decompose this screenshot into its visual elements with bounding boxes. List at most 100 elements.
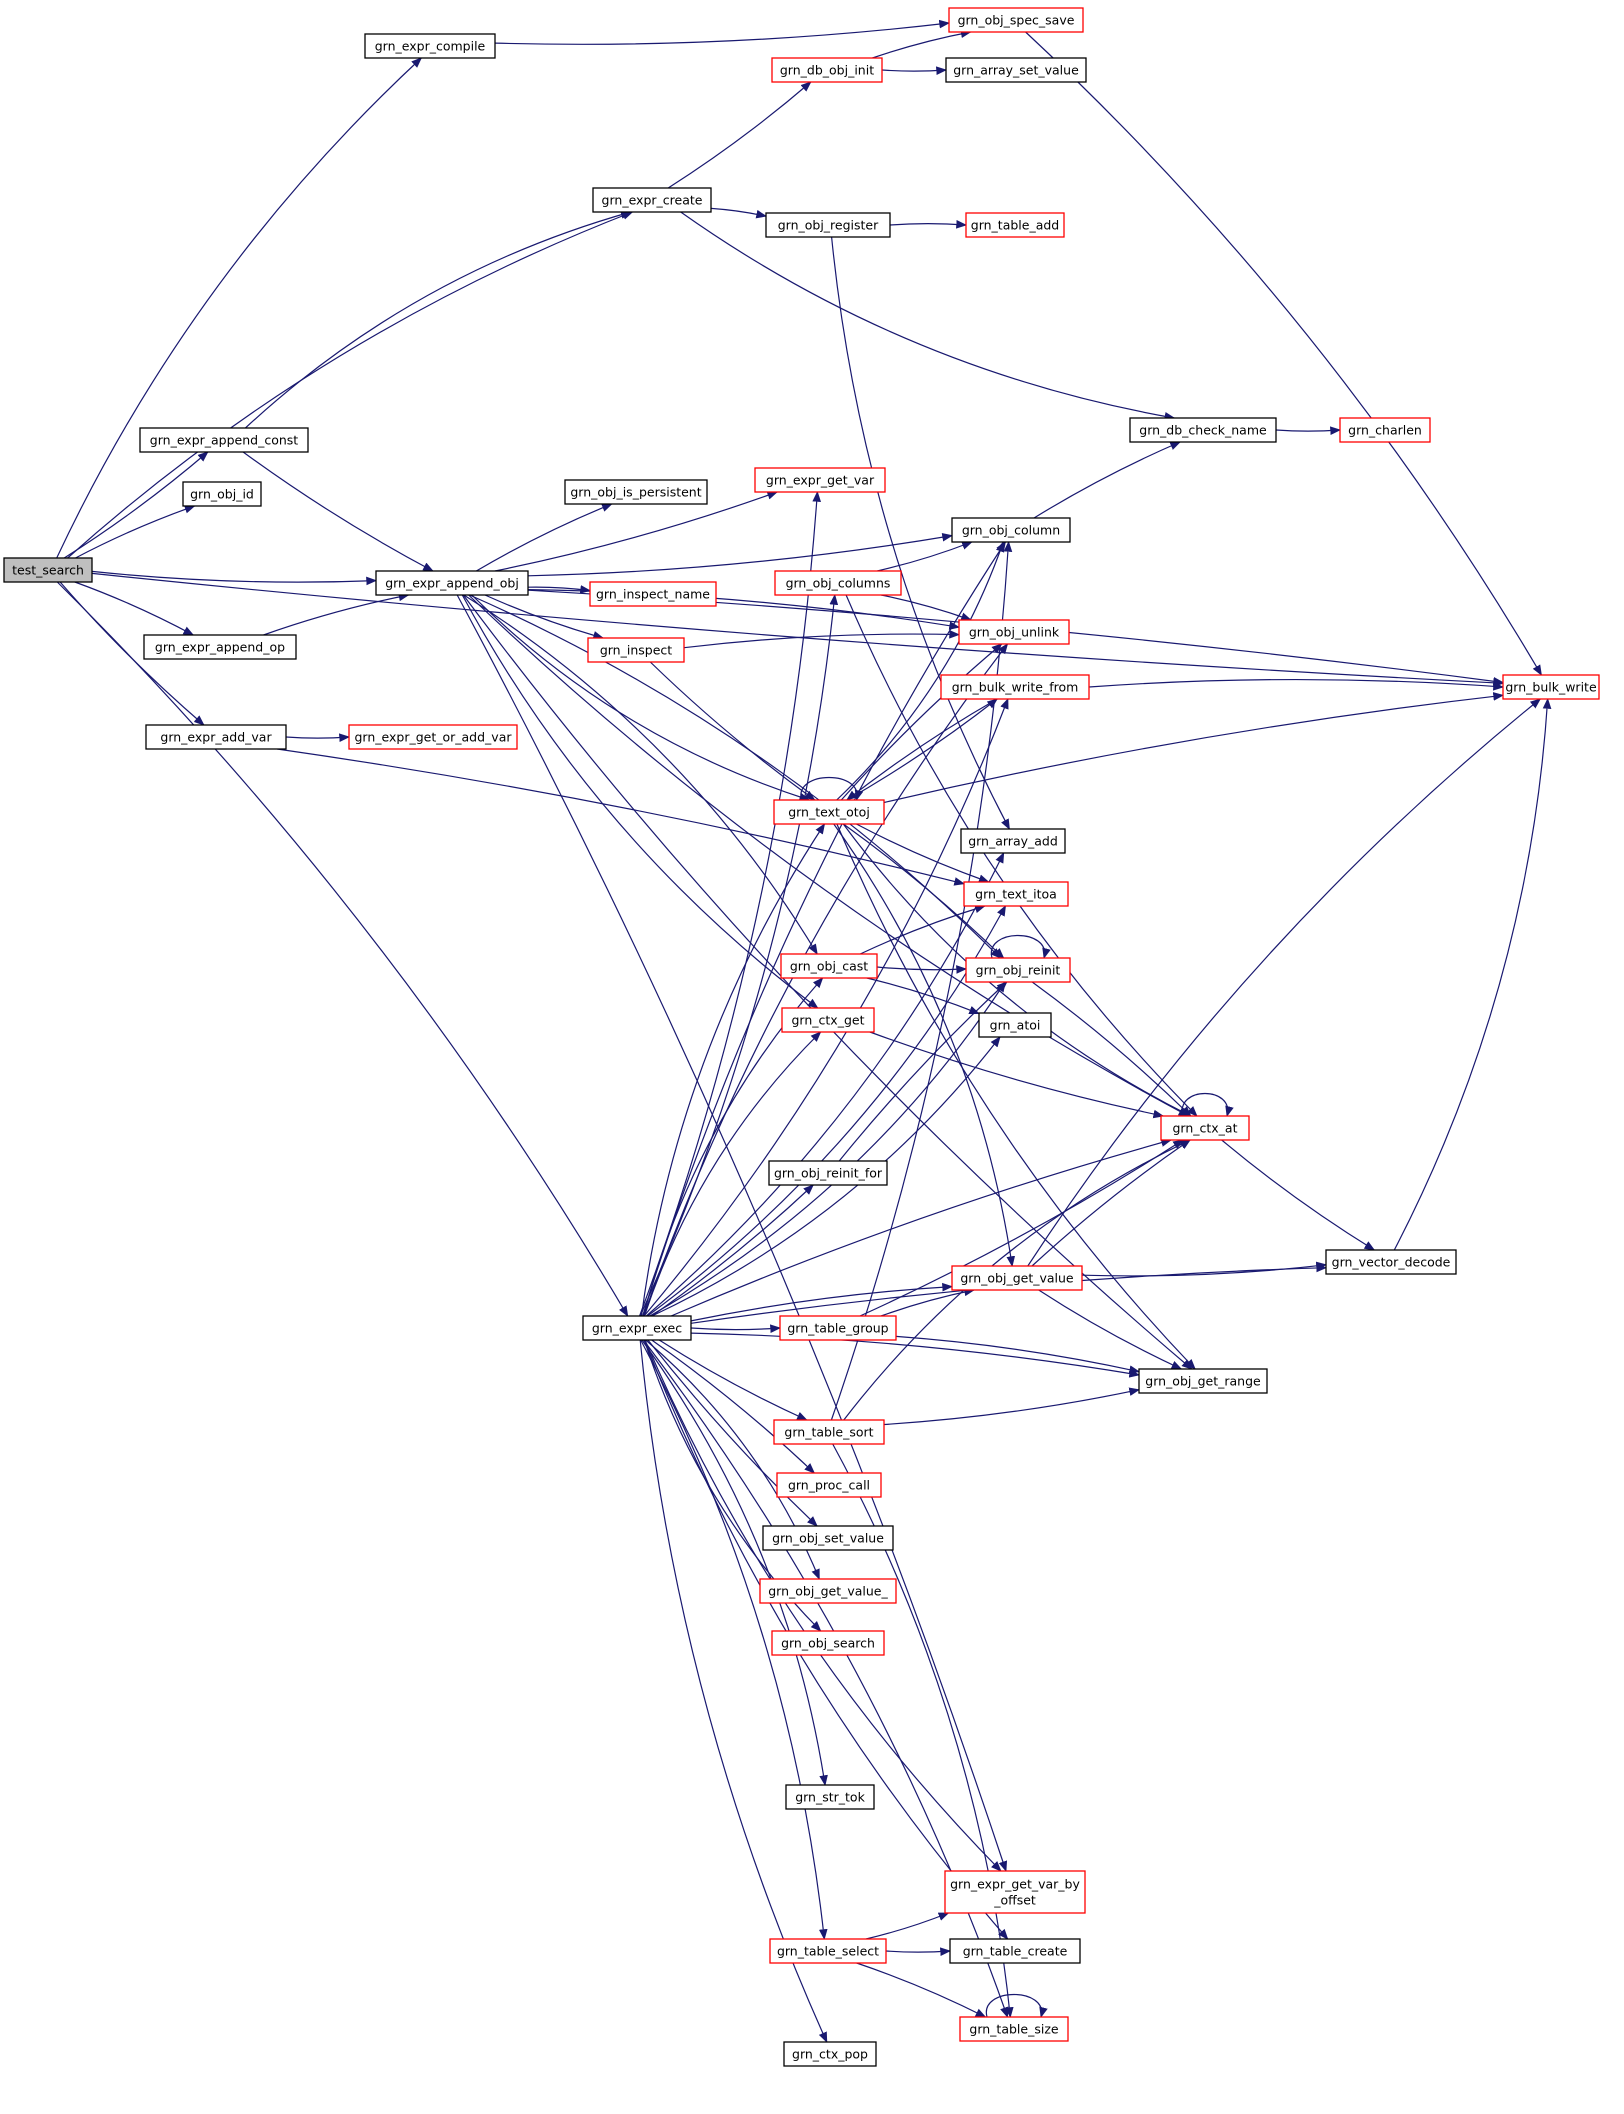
node-label: grn_obj_cast (790, 959, 868, 974)
edge-obj_cast-to-text_itoa (859, 904, 986, 955)
node-str_tok[interactable]: grn_str_tok (785, 1784, 875, 1810)
node-box (773, 799, 885, 825)
node-box (948, 7, 1084, 33)
node-label: grn_obj_get_range (1145, 1374, 1261, 1389)
node-array_add[interactable]: grn_array_add (960, 828, 1066, 854)
node-obj_register[interactable]: grn_obj_register (765, 212, 891, 238)
node-obj_cast[interactable]: grn_obj_cast (780, 953, 878, 979)
node-obj_search[interactable]: grn_obj_search (771, 1630, 885, 1656)
node-expr_get_var[interactable]: grn_expr_get_var (754, 467, 886, 493)
edge-expr_exec-to-atoi (651, 1036, 1001, 1317)
edge-obj_columns-to-obj_column (877, 541, 973, 572)
node-charlen[interactable]: grn_charlen (1339, 417, 1431, 443)
nodes-layer: test_search grn_expr_compile grn_expr_appe… (3, 7, 1600, 2067)
node-box (771, 57, 883, 83)
node-inspect_name[interactable]: grn_inspect_name (589, 581, 717, 607)
node-label: grn_table_size (969, 2022, 1058, 2037)
node-label: grn_ctx_get (792, 1013, 865, 1028)
edge-expr_append_obj-to-obj_is_persistent (475, 503, 613, 572)
node-expr_add_var[interactable]: grn_expr_add_var (145, 724, 287, 750)
node-obj_is_persistent[interactable]: grn_obj_is_persistent (564, 479, 708, 505)
node-obj_get_range[interactable]: grn_obj_get_range (1138, 1368, 1268, 1394)
edge-db_check_name-to-charlen (1275, 426, 1342, 436)
node-obj_get_value_[interactable]: grn_obj_get_value_ (759, 1578, 897, 1604)
node-box (949, 1938, 1081, 1964)
edge-expr_append_op-to-expr_append_obj (263, 592, 410, 636)
node-box (965, 957, 1071, 983)
node-table_select[interactable]: grn_table_select (769, 1938, 887, 1964)
node-table_sort[interactable]: grn_table_sort (773, 1419, 885, 1445)
node-box (587, 637, 685, 663)
node-expr_exec[interactable]: grn_expr_exec (582, 1315, 692, 1341)
edge-expr_exec-to-obj_unlink (642, 643, 1009, 1317)
node-obj_id[interactable]: grn_obj_id (182, 481, 262, 507)
edge-bulk_write_from-to-bulk_write (1088, 678, 1505, 691)
edge-expr_append_obj-to-inspect_name (527, 585, 592, 594)
node-proc_call[interactable]: grn_proc_call (776, 1472, 882, 1498)
node-table_add[interactable]: grn_table_add (965, 212, 1065, 238)
node-expr_append_op[interactable]: grn_expr_append_op (143, 634, 297, 660)
node-obj_unlink[interactable]: grn_obj_unlink (958, 619, 1070, 645)
node-table_group[interactable]: grn_table_group (779, 1315, 897, 1341)
node-label: grn_inspect_name (596, 587, 710, 602)
node-expr_append_const[interactable]: grn_expr_append_const (139, 427, 309, 453)
edge-text_otoj-to-text_itoa (856, 823, 990, 883)
node-box (582, 1315, 692, 1341)
edge-expr_append_obj-to-expr_get_var (494, 491, 779, 572)
node-obj_reinit[interactable]: grn_obj_reinit (965, 957, 1071, 983)
node-box (1129, 417, 1277, 443)
node-label: grn_expr_get_or_add_var (354, 730, 512, 745)
edge-table_sort-to-ctx_at (843, 1139, 1192, 1421)
node-text_itoa[interactable]: grn_text_itoa (963, 881, 1069, 907)
node-array_set_value[interactable]: grn_array_set_value (945, 57, 1087, 83)
node-box (182, 481, 262, 507)
node-ctx_get[interactable]: grn_ctx_get (781, 1007, 875, 1033)
node-atoi[interactable]: grn_atoi (978, 1012, 1052, 1038)
node-obj_reinit_for[interactable]: grn_obj_reinit_for (768, 1160, 888, 1186)
edge-expr_append_obj-to-inspect (484, 594, 605, 640)
edge-expr_exec-to-ctx_pop (639, 1339, 828, 2043)
node-table_size[interactable]: grn_table_size (959, 2016, 1069, 2042)
node-expr_compile[interactable]: grn_expr_compile (364, 33, 496, 59)
node-expr_create[interactable]: grn_expr_create (592, 187, 712, 213)
edge-expr_exec-to-ctx_get (643, 1031, 822, 1317)
node-test_search[interactable]: test_search (3, 557, 93, 583)
edge-expr_exec-to-str_tok (641, 1339, 828, 1787)
node-label: grn_expr_create (602, 193, 703, 208)
node-expr_get_or_add_var[interactable]: grn_expr_get_or_add_var (348, 724, 518, 750)
edge-obj_reinit_for-to-obj_reinit (838, 981, 1008, 1162)
node-obj_columns[interactable]: grn_obj_columns (774, 570, 902, 596)
node-expr_get_var_by_offset[interactable]: grn_expr_get_var_by_offset (944, 1870, 1086, 1914)
edge-text_otoj-to-obj_get_range (836, 823, 1196, 1370)
node-ctx_at[interactable]: grn_ctx_at (1160, 1115, 1250, 1141)
node-obj_column[interactable]: grn_obj_column (951, 517, 1071, 543)
node-bulk_write_from[interactable]: grn_bulk_write_from (940, 674, 1090, 700)
node-vector_decode[interactable]: grn_vector_decode (1325, 1249, 1457, 1275)
node-box (958, 619, 1070, 645)
node-text_otoj[interactable]: grn_text_otoj (773, 799, 885, 825)
node-expr_append_obj[interactable]: grn_expr_append_obj (375, 570, 529, 596)
node-bulk_write[interactable]: grn_bulk_write (1502, 674, 1600, 700)
node-db_obj_init[interactable]: grn_db_obj_init (771, 57, 883, 83)
node-ctx_pop[interactable]: grn_ctx_pop (783, 2041, 877, 2067)
edge-expr_append_obj-to-expr_get_var_by_offset (456, 594, 1008, 1873)
node-label: grn_obj_unlink (969, 625, 1060, 640)
node-obj_get_value[interactable]: grn_obj_get_value (951, 1265, 1083, 1291)
edge-obj_cast-to-atoi (866, 977, 981, 1015)
node-box (143, 634, 297, 660)
node-label: grn_table_create (963, 1944, 1068, 1959)
node-inspect[interactable]: grn_inspect (587, 637, 685, 663)
edge-expr_append_obj-to-obj_cast (463, 594, 818, 955)
node-db_check_name[interactable]: grn_db_check_name (1129, 417, 1277, 443)
node-obj_spec_save[interactable]: grn_obj_spec_save (948, 7, 1084, 33)
node-box (1160, 1115, 1250, 1141)
node-box (965, 212, 1065, 238)
node-obj_set_value[interactable]: grn_obj_set_value (762, 1525, 894, 1551)
edge-obj_spec_save-to-bulk_write (1025, 31, 1542, 676)
edge-expr_append_obj-to-obj_column (527, 532, 954, 577)
edge-text_otoj-to-bulk_write (883, 692, 1505, 804)
edge-obj_register-to-table_add (889, 220, 968, 229)
node-label: grn_bulk_write (1505, 680, 1597, 695)
node-table_create[interactable]: grn_table_create (949, 1938, 1081, 1964)
edge-expr_exec-to-text_otoj (640, 823, 826, 1317)
